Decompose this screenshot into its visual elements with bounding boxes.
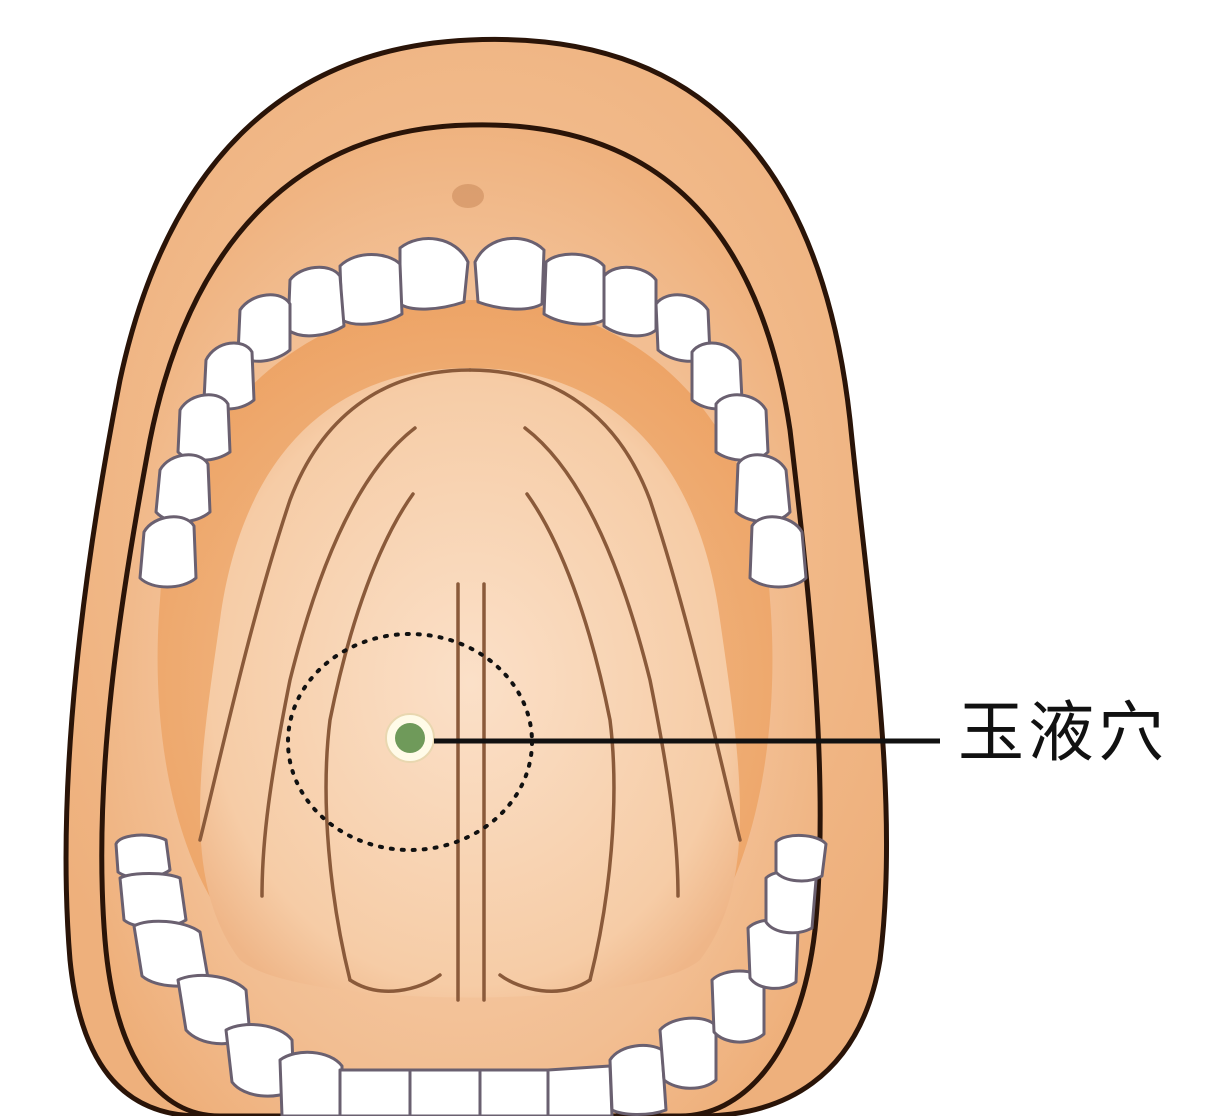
acupoint-marker [385,713,435,763]
upper-teeth [138,236,808,589]
tongue-underside [200,368,740,998]
acupoint-label: 玉液穴 [958,694,1168,771]
tongue-lines [198,368,742,1002]
palate-dimple [452,184,484,208]
lower-teeth [114,833,828,1116]
